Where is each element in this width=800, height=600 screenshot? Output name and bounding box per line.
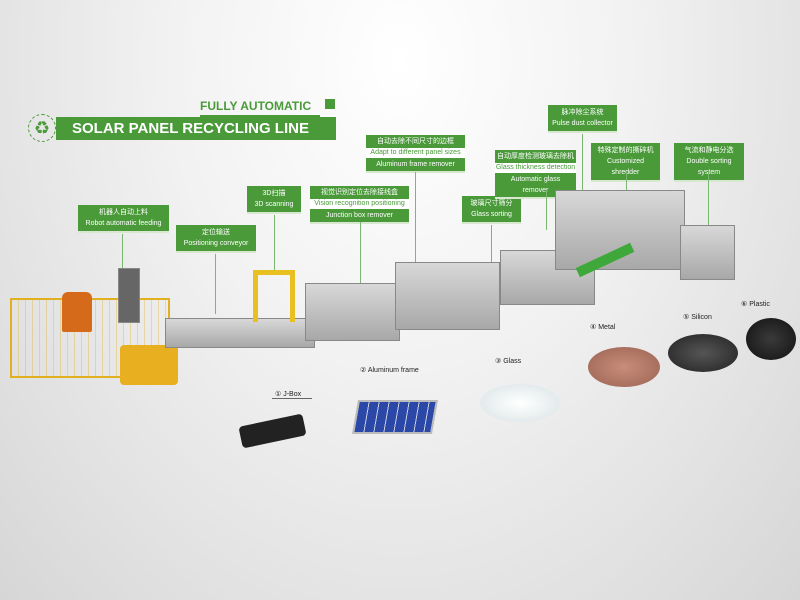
step-en: Glass sorting (471, 211, 512, 218)
jbox-image (238, 413, 307, 449)
step-cn: 特殊定制的撕碎机 (597, 147, 654, 154)
step-pulse-dust-collector: 脉冲除尘系统 Pulse dust collector (548, 105, 617, 133)
connector (274, 215, 275, 270)
output-aluminum-frame-label: ② Aluminum frame (360, 367, 419, 374)
step-cn: 3D扫描 (262, 190, 286, 197)
step-en: Robot automatic feeding (85, 220, 162, 227)
recycle-icon: ♻ (28, 114, 56, 142)
frame-remover-machine (395, 262, 500, 330)
step-cn: 玻璃尺寸筛分 (470, 200, 513, 207)
step-cn: 视觉识别定位去除接线盒 (321, 189, 398, 196)
step-en: Double sorting system (686, 158, 732, 176)
step-en: 3D scanning (254, 201, 294, 208)
output-glass-label: ③ Glass (495, 358, 522, 365)
connector (708, 172, 709, 232)
connector (360, 222, 361, 292)
output-jbox-label: ① J-Box (275, 391, 302, 398)
step-glass-sorting: 玻璃尺寸筛分 Glass sorting (462, 196, 521, 224)
solar-panel-image (352, 400, 438, 434)
subtitle-text: FULLY AUTOMATIC (200, 99, 312, 113)
connector (626, 172, 627, 197)
connector (491, 225, 492, 272)
step-cn: 自动厚度检测玻璃去除机 (497, 153, 574, 160)
step-en: Junction box remover (326, 212, 393, 219)
header-subtitle: FULLY AUTOMATIC (200, 97, 320, 117)
step-3d-scanning: 3D扫描 3D scanning (247, 186, 301, 214)
connector (582, 134, 583, 209)
output-metal-label: ④ Metal (590, 324, 616, 331)
step-customized-shredder: 特殊定制的撕碎机 Customized shredder (591, 143, 660, 182)
conveyor (165, 318, 315, 348)
output-silicon-label: ⑤ Silicon (683, 314, 712, 321)
connector (215, 254, 216, 314)
step-aluminum-frame-remover: 自动去除不同尺寸的边框 Adapt to different panel siz… (366, 135, 465, 173)
step-en-highlight: Adapt to different panel sizes (366, 148, 465, 158)
connector (272, 398, 312, 399)
step-en: Aluminum frame remover (376, 161, 455, 168)
plastic-pile (746, 318, 796, 360)
step-en: Pulse dust collector (552, 120, 613, 127)
step-en-highlight: Glass thickness detection (495, 163, 576, 173)
glass-pile (480, 384, 560, 422)
step-en: Positioning conveyor (183, 240, 249, 247)
junction-box-machine (305, 283, 400, 341)
glass-remover-machine (500, 250, 595, 305)
step-cn: 脉冲除尘系统 (561, 109, 604, 116)
step-cn: 气流和静电分选 (684, 147, 734, 154)
sorting-machine (680, 225, 735, 280)
connector (546, 190, 547, 230)
forklift (120, 345, 178, 385)
step-en: Customized shredder (607, 158, 644, 176)
step-robot-feeding: 机器人自动上料 Robot automatic feeding (78, 205, 169, 233)
step-double-sorting: 气流和静电分选 Double sorting system (674, 143, 744, 182)
connector (415, 172, 416, 272)
silicon-pile (668, 334, 738, 372)
step-glass-remover: 自动厚度检测玻璃去除机 Glass thickness detection Au… (495, 150, 576, 199)
3d-scanner-frame (253, 270, 295, 322)
step-cn: 定位输送 (202, 229, 230, 236)
step-en-highlight: Vision recognition positioning (310, 199, 409, 209)
step-cn: 机器人自动上料 (99, 209, 148, 216)
robot-arm (62, 292, 92, 332)
metal-pile (588, 347, 660, 387)
page-title: SOLAR PANEL RECYCLING LINE (56, 117, 336, 140)
step-en: Automatic glass remover (510, 176, 561, 194)
step-positioning-conveyor: 定位输送 Positioning conveyor (176, 225, 256, 253)
step-cn: 自动去除不同尺寸的边框 (377, 138, 454, 145)
subtitle-square (325, 99, 335, 109)
step-junction-box-remover: 视觉识别定位去除接线盒 Vision recognition positioni… (310, 186, 409, 224)
output-plastic-label: ⑥ Plastic (741, 301, 770, 308)
panel-stack (118, 268, 140, 323)
